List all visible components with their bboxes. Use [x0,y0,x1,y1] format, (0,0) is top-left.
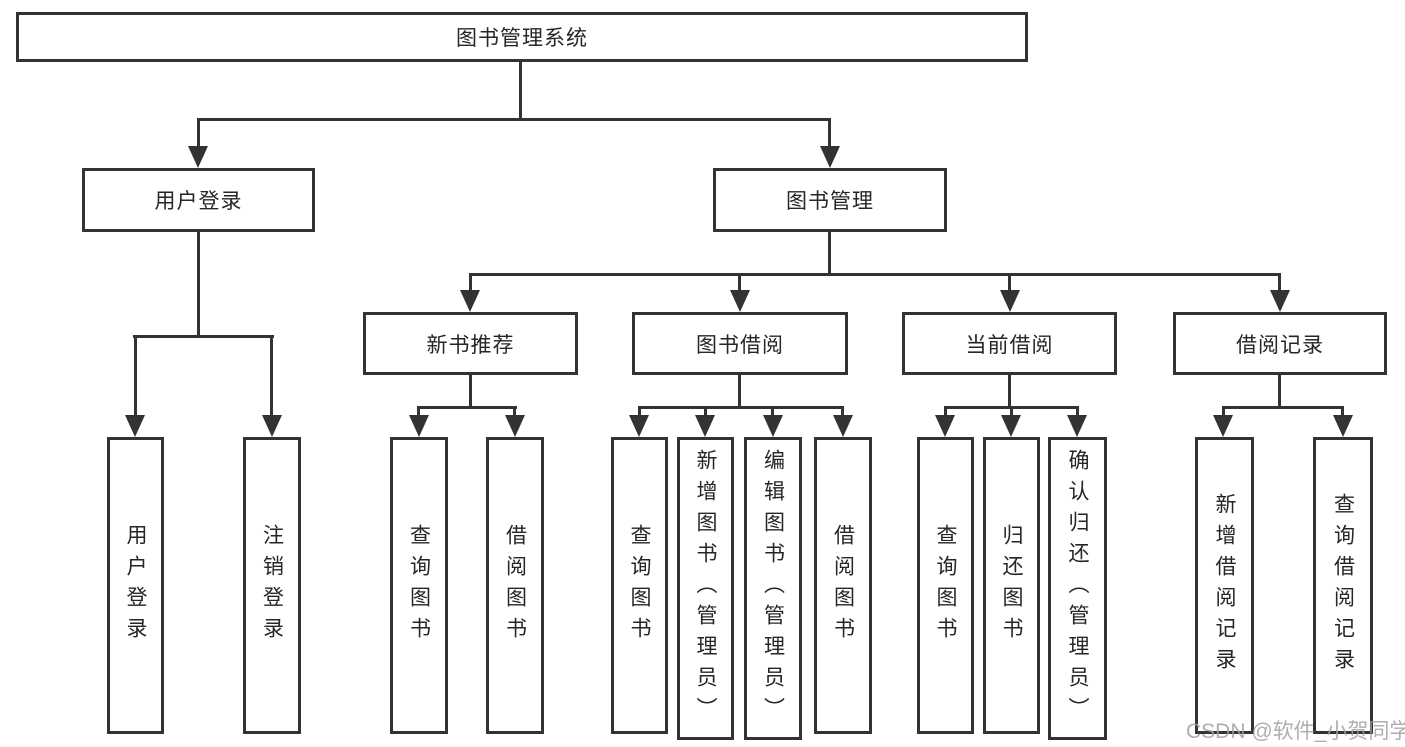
connector-line [270,335,273,419]
connector-line [417,406,420,418]
node-book-borrowing: 图书借阅 [632,312,848,375]
leaf-add-borrow-record: 新增借阅记录 [1195,437,1254,734]
arrowhead-down-icon [820,146,840,168]
node-new-book-recommend: 新书推荐 [363,312,578,375]
connector-line [197,118,200,150]
arrowhead-down-icon [763,415,783,437]
arrowhead-down-icon [1270,290,1290,312]
leaf-borrow-books: 借阅图书 [486,437,544,734]
connector-line [197,118,831,121]
connector-line [134,335,137,419]
leaf-query-books: 查询图书 [390,437,448,734]
arrowhead-down-icon [629,415,649,437]
connector-line [841,406,844,418]
arrowhead-down-icon [1067,415,1087,437]
connector-line [469,273,1281,276]
arrowhead-down-icon [833,415,853,437]
watermark: CSDN @软件_小贺同学 [1186,720,1405,743]
node-user-login: 用户登录 [82,168,315,232]
leaf-query-books: 查询图书 [611,437,668,734]
arrowhead-down-icon [505,415,525,437]
connector-line [1008,273,1011,294]
connector-line [133,335,274,338]
arrowhead-down-icon [695,415,715,437]
connector-line [469,375,472,408]
connector-line [1278,375,1281,408]
arrowhead-down-icon [125,415,145,437]
connector-line [1076,406,1079,418]
connector-line [1010,406,1013,418]
connector-line [1008,375,1011,408]
connector-line [828,118,831,150]
node-current-borrowing: 当前借阅 [902,312,1117,375]
connector-line [1222,406,1225,418]
arrowhead-down-icon [935,415,955,437]
arrowhead-down-icon [188,146,208,168]
connector-line [828,232,831,273]
arrowhead-down-icon [1213,415,1233,437]
connector-line [469,273,472,294]
node-root: 图书管理系统 [16,12,1028,62]
arrowhead-down-icon [1001,415,1021,437]
connector-line [1278,273,1281,294]
connector-line [1341,406,1344,418]
connector-line [638,406,844,409]
leaf-return-books: 归还图书 [983,437,1040,734]
leaf-borrow-books: 借阅图书 [814,437,872,734]
connector-line [771,406,774,418]
leaf-logout: 注销登录 [243,437,301,734]
leaf-query-borrow-record: 查询借阅记录 [1313,437,1373,734]
connector-line [417,406,517,409]
connector-line [944,406,947,418]
arrowhead-down-icon [1000,290,1020,312]
connector-line [513,406,516,418]
arrowhead-down-icon [262,415,282,437]
node-book-management: 图书管理 [713,168,947,232]
arrowhead-down-icon [460,290,480,312]
connector-line [704,406,707,418]
leaf-edit-book-admin: 编辑图书（管理员） [744,437,802,740]
arrowhead-down-icon [1333,415,1353,437]
leaf-query-books: 查询图书 [917,437,974,734]
leaf-user-login: 用户登录 [107,437,164,734]
connector-line [519,62,522,118]
leaf-confirm-return-admin: 确认归还（管理员） [1048,437,1107,740]
connector-line [197,232,200,335]
leaf-add-book-admin: 新增图书（管理员） [677,437,734,740]
arrowhead-down-icon [730,290,750,312]
connector-line [638,406,641,418]
arrowhead-down-icon [409,415,429,437]
connector-line [1222,406,1344,409]
connector-line [738,375,741,408]
connector-line [738,273,741,294]
node-borrowing-records: 借阅记录 [1173,312,1387,375]
